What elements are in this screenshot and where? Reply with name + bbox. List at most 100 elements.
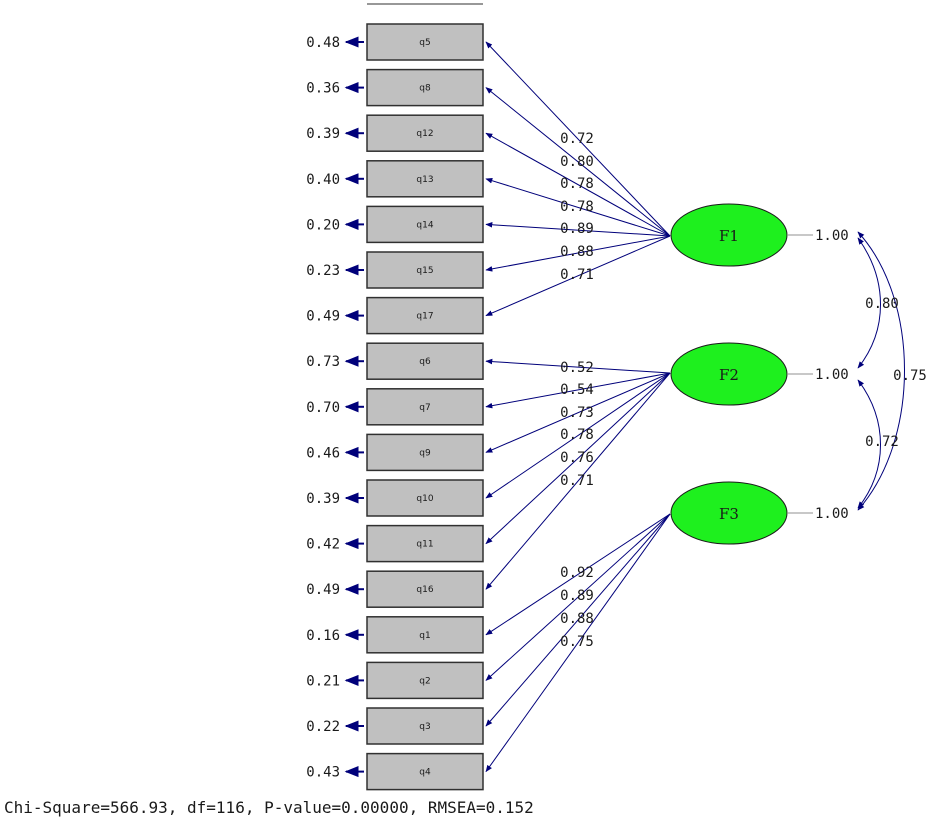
covariance-label-F1-F2: 0.80	[865, 296, 899, 312]
error-variance-q7: 0.70	[306, 400, 340, 416]
error-variance-q10: 0.39	[306, 491, 340, 507]
indicator-label-q9: q9	[419, 448, 431, 458]
loading-label-F2-5: 0.76	[560, 450, 594, 466]
indicator-box-q11	[366, 524, 484, 563]
factor-variance-F2: 1.00	[815, 367, 849, 383]
error-variance-q4: 0.43	[306, 765, 340, 781]
indicator-label-q11: q11	[416, 540, 433, 550]
covariance-label-F1-F3: 0.75	[893, 368, 927, 384]
loading-arrow-F1-q13	[485, 177, 671, 237]
error-variance-q16: 0.49	[306, 582, 340, 598]
error-variance-q12: 0.39	[306, 126, 340, 142]
factor-F3	[670, 481, 788, 545]
loading-label-F2-2: 0.54	[560, 382, 594, 398]
indicator-label-q16: q16	[416, 585, 433, 595]
indicator-label-q8: q8	[419, 84, 431, 94]
indicator-box-q2	[366, 661, 484, 700]
indicator-box-q17	[366, 296, 484, 335]
loading-arrow-F3-q1	[485, 513, 671, 636]
loading-label-F1-1: 0.72	[560, 131, 594, 147]
factor-F1	[670, 203, 788, 267]
loading-label-F3-3: 0.88	[560, 611, 594, 627]
loading-label-F1-4: 0.78	[560, 199, 594, 215]
loading-label-F2-6: 0.71	[560, 473, 594, 489]
error-variance-q6: 0.73	[306, 354, 340, 370]
loading-label-F3-4: 0.75	[560, 634, 594, 650]
loading-arrow-F1-q17	[485, 235, 671, 317]
indicator-box-q14	[366, 205, 484, 244]
factor-variance-F1: 1.00	[815, 228, 849, 244]
loading-label-F2-1: 0.52	[560, 360, 594, 376]
indicator-box-q13	[366, 160, 484, 198]
indicator-box-q6	[366, 342, 484, 380]
indicator-box-q15	[366, 251, 484, 289]
loading-label-F1-5: 0.89	[560, 221, 594, 237]
indicator-label-q4: q4	[419, 768, 431, 778]
indicator-box-q7	[366, 388, 484, 426]
indicator-label-q2: q2	[419, 676, 430, 686]
error-variance-q2: 0.21	[306, 673, 340, 689]
error-variance-q15: 0.23	[306, 263, 340, 279]
loading-label-F1-2: 0.80	[560, 154, 594, 170]
indicator-box-q4	[366, 752, 484, 791]
indicator-box-q12	[366, 114, 484, 152]
path-diagram: q5 q8 q12 q13 q14 q15 q17 q6 q7 q9 q10 q11 q16 q1 q2 q3…	[306, 3, 927, 791]
indicator-label-q10: q10	[416, 494, 433, 504]
covariance-label-F2-F3: 0.72	[865, 434, 899, 450]
indicator-box-q1	[366, 616, 484, 654]
indicator-box-q8	[366, 68, 484, 107]
loading-label-F1-3: 0.78	[560, 176, 594, 192]
loading-arrow-F1-q15	[485, 235, 671, 272]
indicator-box-q10	[366, 479, 484, 517]
indicator-box-q16	[366, 570, 484, 608]
factor-label-F2: F2	[719, 366, 739, 384]
factor-label-F1: F1	[719, 227, 739, 245]
loading-label-F2-4: 0.78	[560, 427, 594, 443]
loading-arrow-F2-q10	[485, 372, 671, 499]
factor-label-F3: F3	[719, 505, 739, 523]
loading-arrow-F2-q7	[485, 372, 671, 409]
indicator-label-q12: q12	[416, 129, 433, 139]
loading-arrow-F1-q14	[485, 222, 671, 237]
indicator-label-q13: q13	[416, 175, 433, 185]
loading-arrow-F2-q16	[485, 372, 671, 590]
error-variance-q1: 0.16	[306, 628, 340, 644]
error-variance-q8: 0.36	[306, 81, 340, 97]
factor-variance-F3: 1.00	[815, 506, 849, 522]
indicator-label-q15: q15	[416, 266, 433, 276]
fit-statistics: Chi-Square=566.93, df=116, P-value=0.000…	[4, 798, 534, 817]
error-variance-q9: 0.46	[306, 445, 340, 461]
loading-arrow-F1-q5	[485, 41, 671, 237]
indicator-label-q5: q5	[419, 38, 430, 48]
indicator-label-q3: q3	[419, 722, 430, 732]
error-variance-q13: 0.40	[306, 172, 340, 188]
covariance-F1-F3	[857, 231, 905, 511]
loading-arrow-F3-q2	[485, 513, 671, 681]
indicator-label-q6: q6	[419, 357, 431, 367]
indicator-box-q5	[366, 23, 484, 61]
indicator-box-q9	[366, 433, 484, 472]
loading-label-F3-1: 0.92	[560, 565, 594, 581]
loading-arrow-F2-q9	[485, 372, 671, 453]
loading-arrow-F2-q6	[485, 358, 671, 374]
loading-arrow-F2-q11	[485, 372, 671, 545]
indicator-label-q1: q1	[419, 631, 430, 641]
loading-label-F1-6: 0.88	[560, 244, 594, 260]
error-variance-q3: 0.22	[306, 719, 340, 735]
loading-arrow-F1-q12	[485, 132, 671, 237]
indicator-box-q3	[366, 707, 484, 745]
indicator-label-q7: q7	[419, 403, 430, 413]
indicator-label-q14: q14	[416, 220, 433, 230]
loading-arrow-F3-q4	[485, 513, 671, 773]
error-variance-q17: 0.49	[306, 309, 340, 325]
covariance-F1-F2	[857, 237, 881, 369]
loading-arrow-F1-q8	[485, 87, 671, 237]
loading-label-F2-3: 0.73	[560, 405, 594, 421]
covariance-F2-F3	[857, 379, 881, 509]
error-variance-q14: 0.20	[306, 217, 340, 233]
loading-label-F3-2: 0.89	[560, 588, 594, 604]
error-variance-q11: 0.42	[306, 537, 340, 553]
indicator-label-q17: q17	[416, 312, 433, 322]
error-variance-q5: 0.48	[306, 35, 340, 51]
loading-label-F1-7: 0.71	[560, 267, 594, 283]
